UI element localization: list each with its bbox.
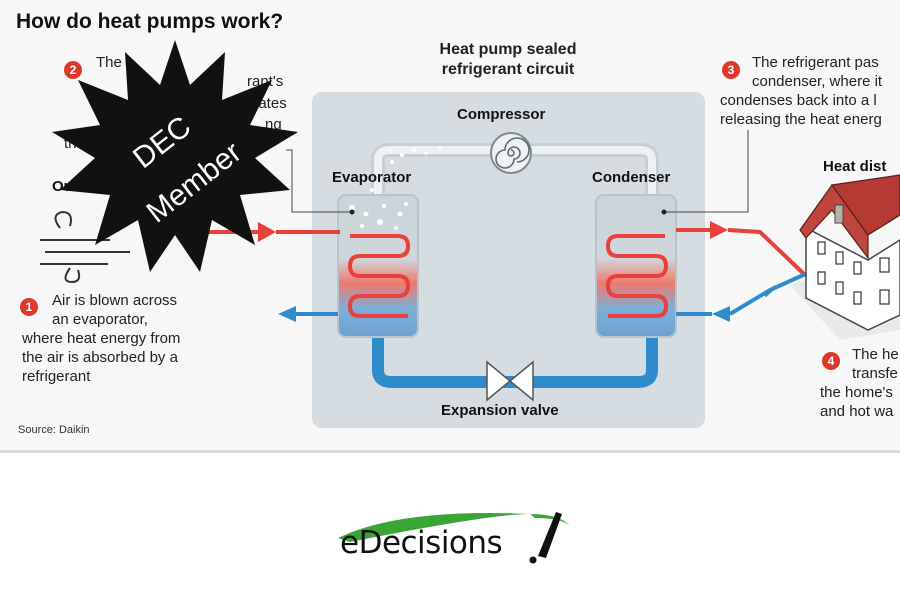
condenser-tank (595, 194, 677, 338)
heat-pump-diagram (40, 92, 900, 428)
condenser-coil (605, 234, 669, 318)
logo-swoosh-tail (530, 514, 570, 526)
step-3-badge: 3 (722, 61, 740, 79)
house-icon (790, 174, 900, 340)
step-2-line: rant's (247, 73, 284, 90)
evaporator-tank (337, 194, 419, 338)
edecisions-logo (338, 512, 570, 564)
step-2-badge: 2 (64, 61, 82, 79)
cold-water-arrowhead (712, 306, 730, 322)
step-1-badge: 1 (20, 298, 38, 316)
compressor-label: Compressor (457, 106, 546, 123)
step-4-line: and hot wa (820, 403, 894, 420)
infographic-bottom-border (0, 450, 900, 453)
leader-line-3 (664, 130, 749, 213)
sealed-circuit-panel (312, 92, 705, 428)
hot-water-arrowhead-1 (710, 221, 728, 239)
hot-water-pipe (727, 228, 807, 277)
step-3-line: condenses back into a l (720, 92, 877, 109)
step-1-text: Air is blown across an evaporator, where… (22, 291, 180, 386)
step-4-line: transfe (852, 365, 898, 382)
step-1-line: an evaporator, (52, 311, 148, 328)
logo-dot (529, 556, 537, 564)
step-3-line: releasing the heat energ (720, 111, 882, 128)
step-1-line: the air is absorbed by a (22, 349, 178, 366)
circuit-title-line1: Heat pump sealed (439, 41, 577, 58)
compressor-icon (490, 132, 532, 174)
leader-line-2 (286, 149, 352, 213)
step-1-line: where heat energy from (22, 330, 181, 347)
step-1-line: refrigerant (22, 368, 91, 385)
expansion-valve-label: Expansion valve (441, 402, 559, 419)
step-4-line: the home's (820, 384, 893, 401)
dec-member-stamp: DEC Member (52, 40, 298, 272)
gas-bubbles (370, 147, 442, 192)
evaporator-bubbles (349, 202, 408, 230)
step-2-line: The (96, 54, 122, 71)
heat-pump-infographic: How do heat pumps work? (16, 10, 900, 436)
pen-icon (538, 512, 562, 558)
step-4-badge: 4 (822, 352, 840, 370)
evaporator-label: Evaporator (332, 169, 412, 186)
step-1-line: Air is blown across (52, 292, 178, 309)
cold-water-chevron (763, 284, 778, 298)
heat-distribution-label: Heat dist (823, 158, 887, 175)
circuit-title: Heat pump sealed refrigerant circuit (418, 40, 598, 80)
cold-air-arrowhead (278, 306, 296, 322)
source-credit: Source: Daikin (18, 424, 90, 436)
expansion-valve-icon (486, 360, 534, 402)
infographic-title: How do heat pumps work? (16, 10, 284, 33)
circuit-title-line2: refrigerant circuit (441, 61, 575, 78)
logo-text: eDecisions (340, 525, 503, 561)
stamp-star-shape (52, 40, 298, 272)
step-3-text: The refrigerant pas condenser, where it … (720, 53, 882, 129)
step-3-line: The refrigerant pas (752, 54, 879, 71)
step-4-line: The he (852, 346, 899, 363)
step-3-line: condenser, where it (752, 73, 883, 90)
evaporator-coil (347, 234, 411, 318)
logo-swoosh (338, 513, 530, 542)
hot-air-arrowhead (258, 222, 276, 242)
step-4-text: The he transfe the home's and hot wa (820, 345, 899, 421)
condenser-label: Condenser (592, 169, 671, 186)
